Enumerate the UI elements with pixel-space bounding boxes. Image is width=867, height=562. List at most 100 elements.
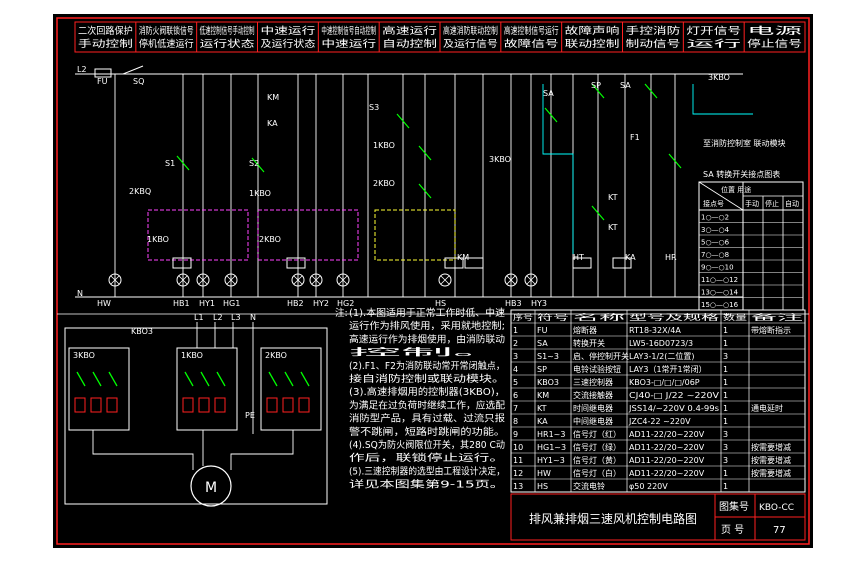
coil xyxy=(172,257,192,269)
parts-cell: HS xyxy=(537,482,548,491)
motor-contact xyxy=(76,371,86,387)
label-2kbq: 2KBQ xyxy=(129,187,151,196)
motor-contact xyxy=(108,371,118,387)
parts-cell: 12 xyxy=(513,469,523,478)
parts-cell: HY1~3 xyxy=(537,456,565,465)
lamp xyxy=(438,273,452,287)
notes-lines: (1).本图适用于正常工作时低、中速运行作为排风使用，采用就地控制;高速运行作为… xyxy=(349,307,506,491)
parts-cell: 1 xyxy=(723,378,728,387)
parts-cell: 信号灯（白） xyxy=(573,468,621,478)
label-1kbo-top: 1KBO xyxy=(249,189,271,198)
label-hg2: HG2 xyxy=(337,299,354,308)
header-cell-line2: 停机低速运行 xyxy=(139,38,194,50)
parts-cell: 6 xyxy=(513,391,518,400)
parts-cell: KBO3-□/□/□/06P xyxy=(629,378,700,387)
label-sq: SQ xyxy=(133,77,144,86)
label-pe: PE xyxy=(245,411,255,420)
outer-frame xyxy=(56,17,810,545)
label-sa2: SA xyxy=(620,81,631,90)
motor-2kbo-box xyxy=(260,347,322,431)
note-line: 详见本图集第9-15页。 xyxy=(349,479,505,491)
header-cell-line2: 及运行信号 xyxy=(443,38,498,50)
parts-cell: AD11-22/20~220V xyxy=(629,456,705,465)
sq-contact xyxy=(122,65,144,75)
atlas-value: KBO-CC xyxy=(759,503,794,513)
parts-cell: 13 xyxy=(513,482,523,491)
label-hy2: HY2 xyxy=(313,299,329,308)
parts-cell: 5 xyxy=(513,378,518,387)
label-hb2: HB2 xyxy=(287,299,304,308)
lamp-cross xyxy=(110,275,120,285)
motor-overload xyxy=(182,397,194,413)
header-cell-line1: 中速运行 xyxy=(261,25,317,37)
parts-cell: AD11-22/20~220V xyxy=(629,430,705,439)
label-hr: HR xyxy=(665,253,677,262)
switch-col-label: 自动 xyxy=(785,199,799,208)
note-line: 为满足在过负荷时继续工作，应选配 xyxy=(349,399,505,411)
contact-mark xyxy=(251,157,265,173)
parts-cell: 7 xyxy=(513,404,518,413)
header-cell-line2: 手动控制 xyxy=(78,38,133,50)
switch-row-label: 5○—○6 xyxy=(701,239,730,247)
label-sp: SP xyxy=(591,81,601,90)
header-cell-line2: 中速运行 xyxy=(321,38,377,50)
header-cell-line2: 制动信号 xyxy=(626,38,681,50)
header-cell-line1: 灯开信号 xyxy=(686,25,741,37)
parts-cell: KM xyxy=(537,391,549,400)
parts-cell: 3 xyxy=(513,352,518,361)
label-l3: L3 xyxy=(231,313,241,322)
kbo3-box xyxy=(374,209,456,261)
label-l2b: L2 xyxy=(213,313,223,322)
motor-wire xyxy=(92,430,294,470)
label-hb3: HB3 xyxy=(505,299,522,308)
contact-mark xyxy=(544,107,558,123)
parts-cell: 10 xyxy=(513,443,523,452)
lamp-cross xyxy=(440,275,450,285)
parts-cell: 1 xyxy=(723,404,728,413)
label-hg1: HG1 xyxy=(223,299,240,308)
lamp xyxy=(176,273,190,287)
contact-mark xyxy=(418,183,432,199)
parts-cell: SP xyxy=(537,365,547,374)
label-s2: S2 xyxy=(249,159,259,168)
parts-cell: 按需要增减 xyxy=(751,468,791,478)
label-n: N xyxy=(77,289,83,298)
parts-header-cell: 符号 xyxy=(537,312,569,322)
label-l2: L2 xyxy=(77,65,87,74)
contact-mark xyxy=(591,205,605,221)
parts-cell: 1 xyxy=(723,417,728,426)
label-kbo3: KBO3 xyxy=(131,327,153,336)
parts-cell: 按需要增减 xyxy=(751,455,791,465)
note-line: 运行作为排风使用，采用就地控制; xyxy=(349,320,505,332)
motor-contact xyxy=(300,371,310,387)
parts-cell: KA xyxy=(537,417,548,426)
motor-overload xyxy=(298,397,310,413)
label-ka: KA xyxy=(267,119,278,128)
lamp xyxy=(336,273,350,287)
lamp xyxy=(524,273,538,287)
parts-cell: KT xyxy=(537,404,547,413)
lamp xyxy=(504,273,518,287)
contact-mark xyxy=(644,83,658,99)
notes-title: 注: xyxy=(335,307,348,319)
motor-label: M xyxy=(205,480,217,496)
parts-header-cell: 型号及规格 xyxy=(629,312,719,322)
header-cell-line1: 故障声响 xyxy=(565,25,620,37)
label-3kbo: 3KBO xyxy=(489,155,511,164)
parts-cell: 1 xyxy=(723,391,728,400)
motor-overload xyxy=(74,397,86,413)
switch-table-head-left: 接点号 xyxy=(703,199,724,208)
motor-overload xyxy=(90,397,102,413)
motor-contact xyxy=(216,371,226,387)
note-line: 控制。 xyxy=(349,347,505,359)
page-value: 77 xyxy=(773,525,786,536)
note-line: (5).三速控制器的选型由工程设计决定， xyxy=(349,465,505,477)
header-cell-line2: 自动控制 xyxy=(382,38,437,50)
parts-cell: 三速控制器 xyxy=(573,377,613,387)
notes-block: 注: (1).本图适用于正常工作时低、中速运行作为排风使用，采用就地控制;高速运… xyxy=(335,307,506,491)
parts-header-cell: 备注 xyxy=(751,312,803,322)
coil xyxy=(612,257,632,269)
header-cell-line1: 电源 xyxy=(747,25,803,37)
parts-cell: 1 xyxy=(513,326,518,335)
parts-cell: FU xyxy=(537,326,548,335)
